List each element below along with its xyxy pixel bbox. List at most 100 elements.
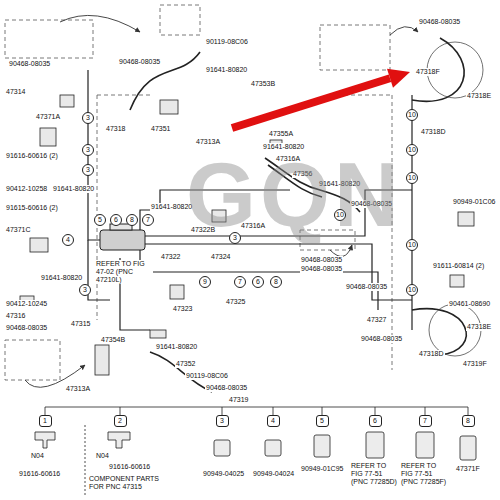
part-number: 47355A — [268, 130, 294, 138]
pointer-red-arrow — [387, 69, 410, 88]
frame-line — [97, 95, 98, 320]
callout-number: 4 — [271, 417, 275, 425]
index-bracket — [120, 407, 121, 415]
part-number: 90468-08035 — [300, 265, 343, 273]
callout-number: 10 — [408, 146, 416, 154]
index-bracket — [45, 407, 468, 495]
pipe-clip — [160, 100, 178, 114]
part-number: 47319F — [462, 360, 488, 368]
callout-number: 6 — [373, 417, 377, 425]
callout-circle: 3 — [82, 164, 94, 176]
part-sketch — [35, 432, 476, 460]
part-sketch — [460, 436, 476, 460]
index-bracket — [273, 407, 274, 415]
part-number: 90949-01C06 — [452, 198, 496, 206]
part-number: 90949-01C95 — [300, 465, 344, 473]
callout-circle: 4 — [62, 234, 74, 246]
callout-number: 7 — [423, 417, 427, 425]
index-number-box: 8 — [462, 415, 475, 427]
master-cylinder — [100, 230, 145, 250]
callout-number: 3 — [233, 234, 237, 242]
watermark: GQN — [185, 150, 404, 240]
part-number: 90119-08C06 — [185, 372, 229, 380]
pipe-clip — [150, 330, 166, 338]
pipe-clip — [170, 285, 184, 299]
part-number: 47314 — [5, 88, 26, 96]
callout-circle: 10 — [406, 239, 419, 252]
callout-circle: 8 — [270, 276, 282, 288]
part-number: 90468-08035 — [345, 283, 388, 291]
index-number-box: 2 — [114, 415, 127, 427]
pointer-arrow — [390, 27, 418, 35]
part-number: 47327 — [366, 316, 387, 324]
callout-number: 3 — [86, 114, 90, 122]
index-number-box: 3 — [216, 415, 229, 427]
part-sketch — [366, 432, 384, 458]
part-number: N04 — [95, 452, 110, 460]
callout-number: 2 — [118, 417, 122, 425]
part-number: 90412-10245 — [5, 300, 48, 308]
part-number: 90468-08035 — [300, 256, 343, 264]
callout-circle: 10 — [406, 172, 419, 185]
pointer-arrow — [25, 365, 85, 387]
pipe-clip — [95, 345, 109, 375]
callout-number: 3 — [83, 286, 87, 294]
part-number: 91611-60814 (2) — [432, 262, 485, 270]
index-bracket — [222, 407, 223, 415]
callout-number: 10 — [408, 174, 416, 182]
part-number: 47319 — [228, 396, 249, 404]
callout-number: 8 — [466, 417, 470, 425]
part-number: 47318D — [420, 128, 447, 136]
index-bracket — [45, 407, 46, 415]
callout-number: 7 — [238, 278, 242, 286]
pipe-clip — [450, 275, 464, 287]
part-number: 47318D — [418, 350, 445, 358]
index-number-box: 4 — [267, 415, 280, 427]
part-sketch — [35, 432, 55, 448]
part-number: 91641-80820 — [40, 274, 83, 282]
brake-hose — [412, 309, 466, 355]
brake-pipe — [88, 70, 412, 330]
reference-note: COMPONENT PARTS FOR PNC 47315 — [88, 475, 160, 491]
callout-number: 6 — [114, 216, 118, 224]
pipe-clip — [458, 212, 474, 226]
part-sketch — [314, 435, 330, 457]
index-number-box: 7 — [419, 415, 432, 427]
part-number: 47313A — [65, 385, 91, 393]
callout-circle: 7 — [142, 214, 154, 226]
index-number-box: 5 — [316, 415, 329, 427]
reference-note: REFER TO FIG 77-51 (PNC 77285D) — [350, 462, 398, 486]
callout-number: 3 — [86, 166, 90, 174]
pipe-clip — [60, 95, 74, 107]
callout-circle: 10 — [406, 144, 419, 157]
part-number: 47351 — [150, 125, 171, 133]
part-number: 90949-04025 — [202, 470, 245, 478]
part-sketch — [108, 432, 130, 448]
part-number: 91616-60616 — [108, 463, 151, 471]
part-number: 90468-08035 — [205, 384, 248, 392]
part-sketch — [265, 440, 281, 456]
part-number: 47318 — [105, 125, 126, 133]
frame-line — [97, 95, 150, 96]
callout-number: 5 — [98, 216, 102, 224]
part-number: 47313A — [195, 138, 221, 146]
part-number: 47353B — [250, 80, 276, 88]
part-number: 90468-08035 — [118, 58, 161, 66]
callout-circle: 7 — [234, 276, 246, 288]
part-number: 47354B — [100, 336, 126, 344]
pointer-arrow — [60, 15, 140, 32]
callout-circle: 6 — [110, 214, 122, 226]
callout-circle: 10 — [406, 109, 419, 122]
callout-circle: 8 — [126, 214, 138, 226]
pointer-red-arrow — [232, 78, 390, 128]
callout-number: 8 — [274, 278, 278, 286]
reference-note: REFER TO FIG 47-02 (PNC 47210L) — [95, 260, 153, 284]
part-number: 91616-60616 (2) — [5, 152, 59, 160]
part-number: 47352 — [175, 360, 196, 368]
callout-number: 9 — [203, 278, 207, 286]
callout-number: 1 — [43, 417, 47, 425]
callout-number: 4 — [66, 236, 70, 244]
part-number: 47371C — [5, 226, 32, 234]
callout-number: 3 — [86, 146, 90, 154]
